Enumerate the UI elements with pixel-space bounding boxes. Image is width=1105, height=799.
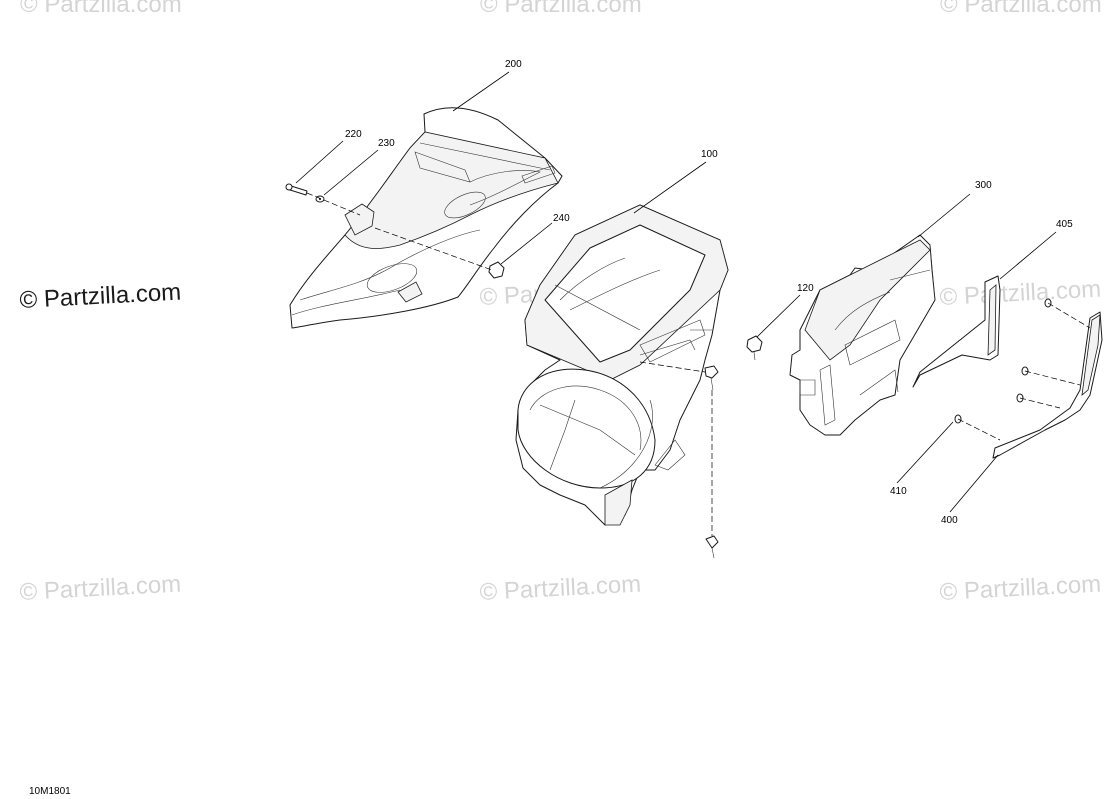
part-300-side-housing (789, 234, 936, 436)
callout-120: 120 (797, 283, 814, 294)
assembly-line-410d (957, 418, 1001, 441)
fastener-100-screw-lower (705, 535, 719, 559)
assembly-line-410b (1024, 370, 1081, 386)
callout-220: 220 (345, 129, 362, 140)
fastener-220-screw (285, 183, 308, 196)
leader-lines (295, 71, 1057, 513)
part-100-housing (515, 204, 729, 526)
watermark-text: © Partzilla.com (940, 0, 1102, 18)
watermark-text: © Partzilla.com (20, 0, 182, 18)
callout-300: 300 (975, 180, 992, 191)
assembly-line-220 (306, 192, 361, 216)
assembly-line-410a (1047, 302, 1091, 329)
callout-240: 240 (553, 213, 570, 224)
watermark-text: © Partzilla.com (939, 276, 1102, 311)
watermark-text: © Partzilla.com (479, 571, 642, 606)
watermark-main: © Partzilla.com (19, 279, 182, 314)
watermark-text: © Partzilla.com (939, 571, 1102, 606)
watermark-text: © Partzilla.com (480, 0, 642, 18)
drawing-code: 10M1801 (29, 786, 71, 797)
callout-labels: 200 220 230 240 100 120 300 405 410 400 (345, 59, 1073, 526)
callout-230: 230 (378, 138, 395, 149)
bracket-100 (639, 339, 696, 356)
part-400-lower-trim (992, 311, 1103, 459)
callout-405: 405 (1056, 219, 1073, 230)
part-200-cover (289, 107, 563, 329)
callout-410: 410 (890, 486, 907, 497)
fastener-100-screw (704, 365, 719, 391)
callout-100: 100 (701, 149, 718, 160)
fastener-240-nut (488, 261, 505, 279)
part-405-upper-trim (912, 275, 1001, 388)
callout-400: 400 (941, 515, 958, 526)
assembly-line-410c (1019, 397, 1061, 409)
fastener-410-clips (954, 298, 1052, 424)
assembly-line-240 (374, 227, 493, 271)
watermark-text: © Partzilla.com (19, 571, 182, 606)
assembly-line-100 (639, 361, 706, 373)
callout-200: 200 (505, 59, 522, 70)
fastener-120-clip (746, 335, 763, 361)
